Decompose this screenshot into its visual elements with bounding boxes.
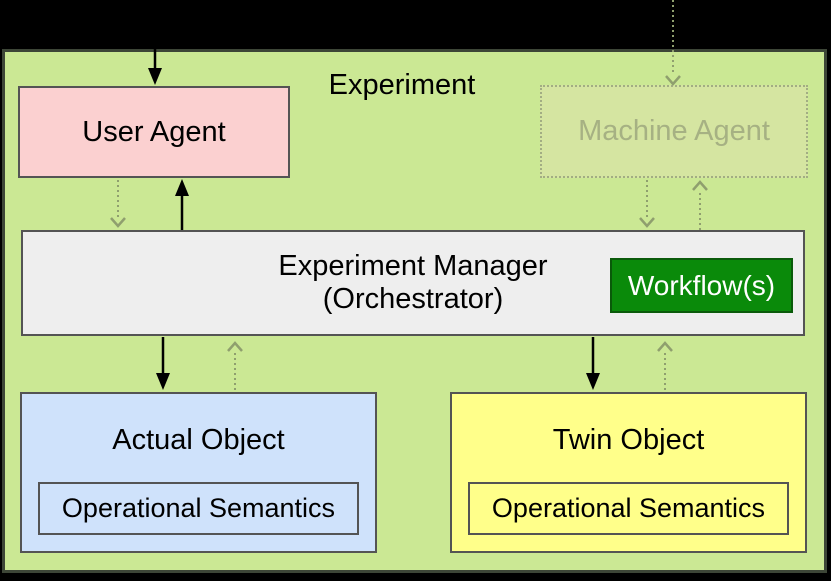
actual-object-node: Actual Object Operational Semantics xyxy=(20,392,377,553)
experiment-manager-node: Experiment Manager (Orchestrator) xyxy=(21,230,805,336)
workflow-label: Workflow(s) xyxy=(627,269,776,301)
twin-operational-semantics-node: Operational Semantics xyxy=(468,482,789,535)
twin-object-node: Twin Object Operational Semantics xyxy=(450,392,807,553)
experiment-manager-label-line2: (Orchestrator) xyxy=(322,283,504,315)
actual-operational-semantics-label: Operational Semantics xyxy=(61,493,336,523)
experiment-title: Experiment xyxy=(328,68,476,101)
twin-operational-semantics-label: Operational Semantics xyxy=(491,493,766,523)
user-agent-node: User Agent xyxy=(18,86,290,178)
actual-object-label: Actual Object xyxy=(112,423,285,456)
machine-agent-node: Machine Agent xyxy=(540,85,808,178)
machine-agent-label: Machine Agent xyxy=(578,115,770,147)
user-agent-label: User Agent xyxy=(82,115,226,148)
actual-operational-semantics-node: Operational Semantics xyxy=(38,482,359,535)
experiment-manager-label-line1: Experiment Manager xyxy=(278,250,548,282)
twin-object-label: Twin Object xyxy=(552,423,705,456)
workflow-node: Workflow(s) xyxy=(610,258,793,313)
